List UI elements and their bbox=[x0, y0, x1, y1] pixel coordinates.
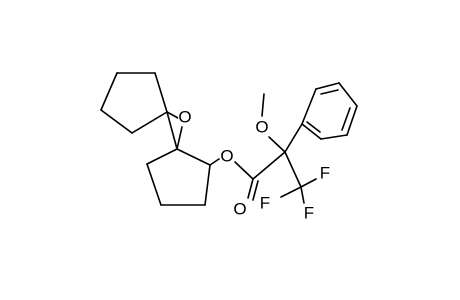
ester-oxygen-label: O bbox=[220, 147, 233, 166]
epoxide-oxygen-label: O bbox=[178, 108, 191, 127]
atom-labels: O O O O F F F bbox=[178, 108, 332, 223]
fluorine-label-3: F bbox=[304, 204, 314, 223]
fluorine-label-2: F bbox=[260, 194, 270, 213]
carbonyl-oxygen-label: O bbox=[233, 200, 246, 219]
ester-linkage bbox=[209, 151, 286, 201]
methoxy-oxygen-label: O bbox=[255, 118, 268, 137]
quaternary-carbon-substituents bbox=[261, 93, 317, 204]
cyclopentane-ring-top bbox=[100, 72, 168, 134]
epoxide-ring bbox=[166, 111, 183, 150]
phenyl-ring bbox=[301, 82, 358, 140]
cyclopentane-ring-bottom bbox=[146, 148, 211, 206]
fluorine-label-1: F bbox=[320, 164, 330, 183]
